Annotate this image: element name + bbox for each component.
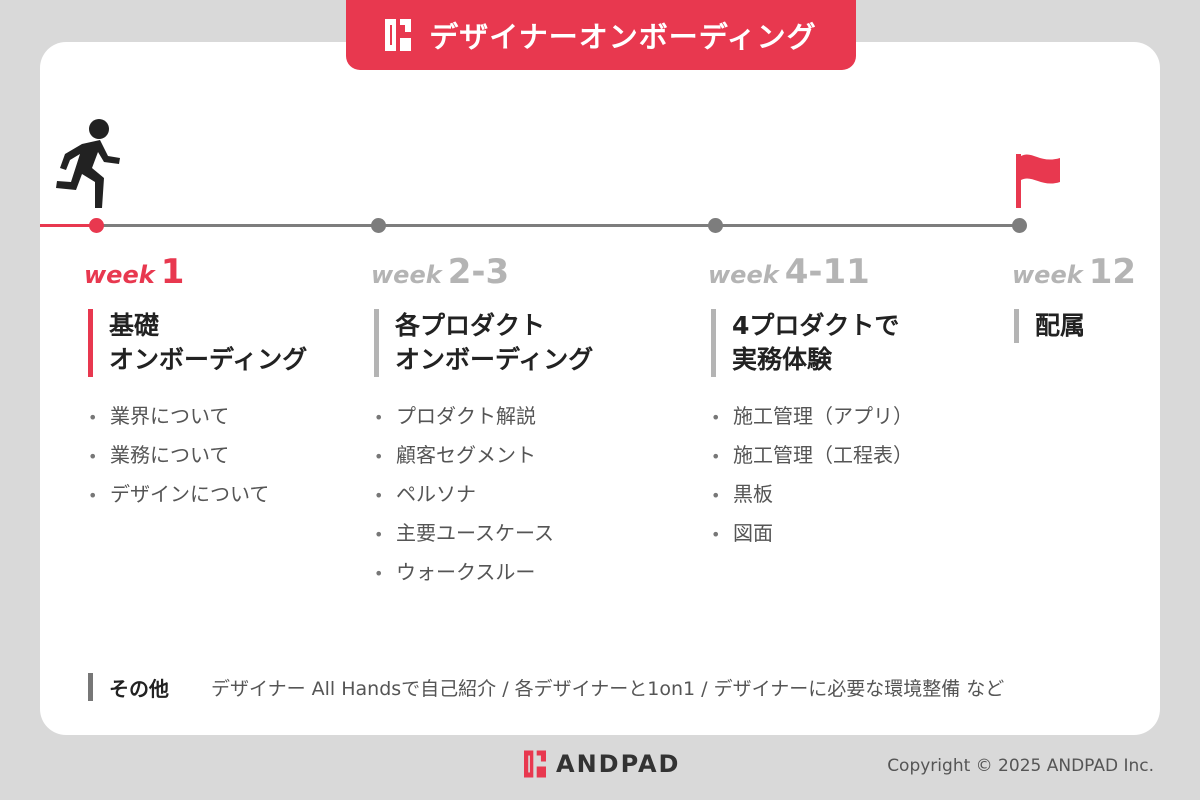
- page-title: デザイナーオンボーディング: [429, 20, 817, 54]
- list-item: プロダクト解説: [374, 397, 554, 436]
- timeline-dot-week-2-3: [371, 218, 386, 233]
- phase-title-week-1: 基礎 オンボーディング: [88, 309, 307, 377]
- phase-title-week-12: 配属: [1014, 309, 1085, 343]
- andpad-logo-icon: [524, 750, 546, 778]
- list-item: 業界について: [88, 397, 269, 436]
- phase-title-week-4-11: 4プロダクトで 実務体験: [711, 309, 899, 377]
- title-banner: デザイナーオンボーディング: [346, 0, 856, 70]
- topic-list-week-2-3: プロダクト解説 顧客セグメント ペルソナ 主要ユースケース ウォークスルー: [374, 397, 554, 592]
- list-item: 施工管理（アプリ）: [711, 397, 913, 436]
- list-item: 図面: [711, 514, 913, 553]
- list-item: ウォークスルー: [374, 553, 554, 592]
- topic-list-week-1: 業界について 業務について デザインについて: [88, 397, 269, 514]
- list-item: 黒板: [711, 475, 913, 514]
- list-item: 業務について: [88, 436, 269, 475]
- list-item: 施工管理（工程表）: [711, 436, 913, 475]
- timeline-dot-week-12: [1012, 218, 1027, 233]
- timeline-dot-week-1: [89, 218, 104, 233]
- brand-name: ANDPAD: [556, 750, 681, 778]
- list-item: デザインについて: [88, 475, 269, 514]
- timeline-progress-line: [40, 224, 96, 227]
- timeline-line: [96, 224, 1020, 227]
- topic-list-week-4-11: 施工管理（アプリ） 施工管理（工程表） 黒板 図面: [711, 397, 913, 553]
- runner-icon: [56, 119, 120, 208]
- timeline-dot-week-4-11: [708, 218, 723, 233]
- other-label: その他: [109, 676, 169, 701]
- list-item: 顧客セグメント: [374, 436, 554, 475]
- onboarding-card: [40, 42, 1160, 735]
- flag-icon: [1016, 154, 1060, 208]
- copyright-text: Copyright © 2025 ANDPAD Inc.: [887, 756, 1154, 776]
- phase-title-week-2-3: 各プロダクト オンボーディング: [374, 309, 593, 377]
- list-item: ペルソナ: [374, 475, 554, 514]
- other-text: デザイナー All Handsで自己紹介 / 各デザイナーと1on1 / デザイ…: [211, 677, 1005, 700]
- list-item: 主要ユースケース: [374, 514, 554, 553]
- andpad-logo-icon: [385, 19, 412, 51]
- other-section: その他 デザイナー All Handsで自己紹介 / 各デザイナーと1on1 /…: [88, 672, 1004, 702]
- footer-brand: ANDPAD: [524, 750, 680, 778]
- other-section-marker: [88, 673, 93, 701]
